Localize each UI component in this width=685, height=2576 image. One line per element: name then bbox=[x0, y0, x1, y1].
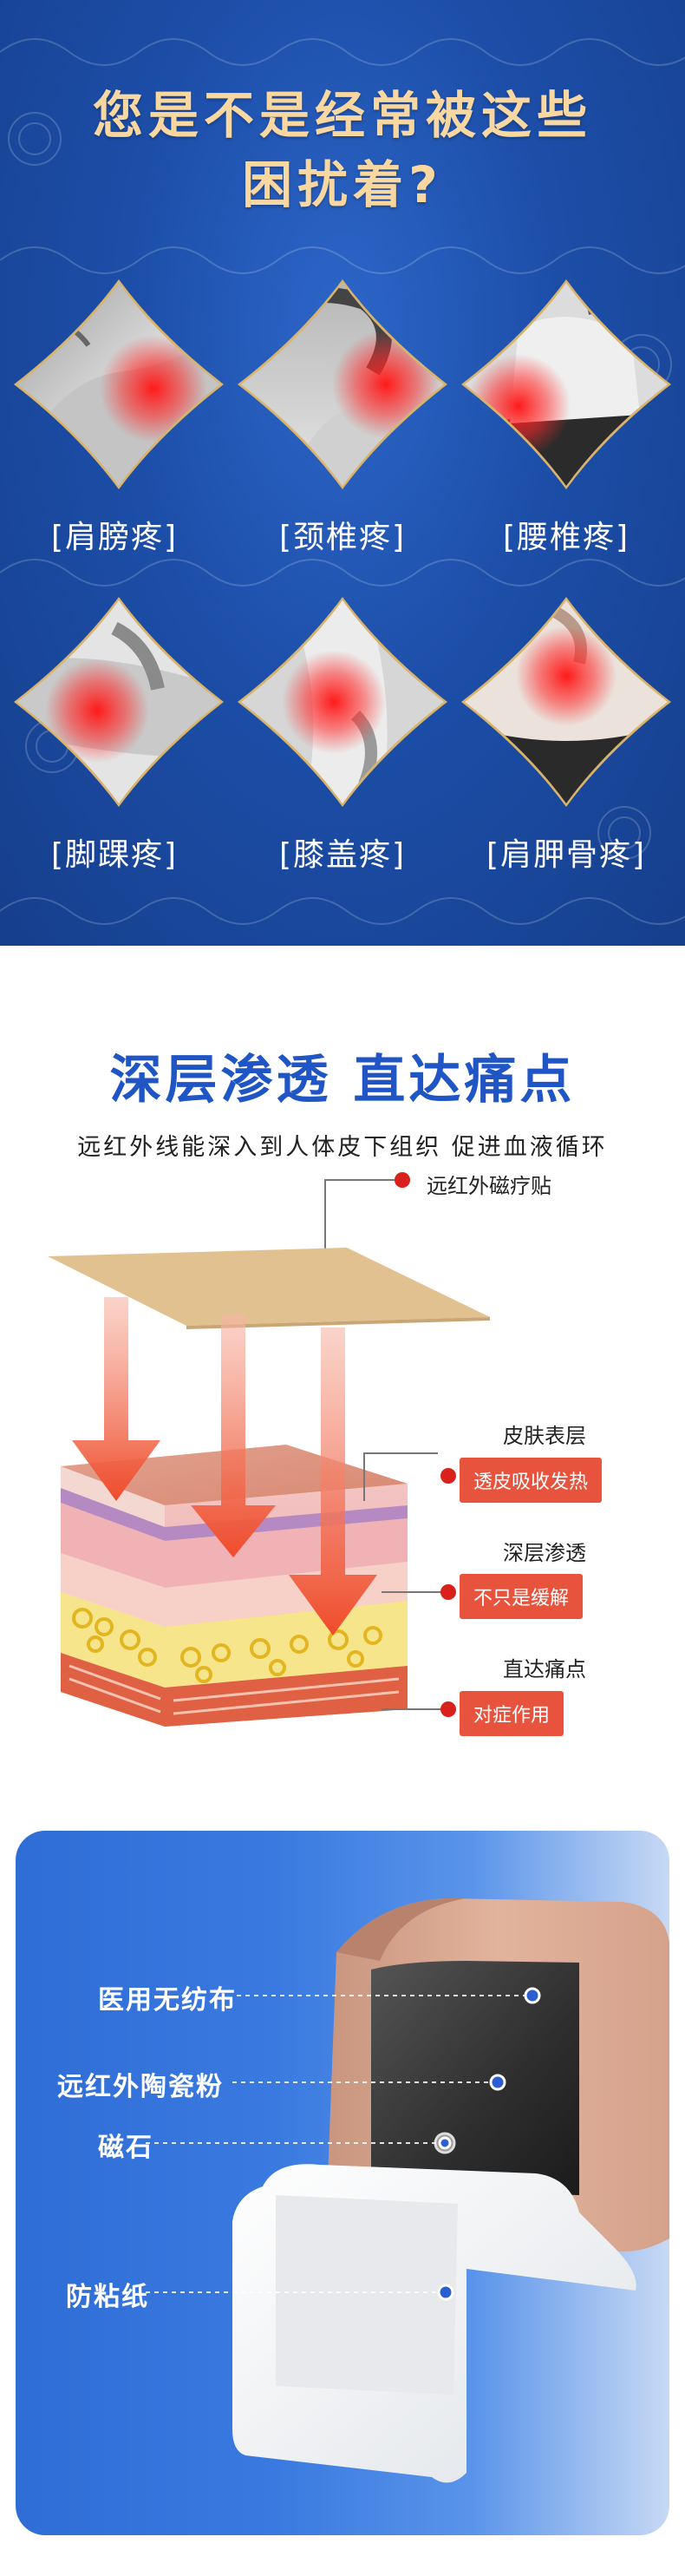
pain-label-neck: [颈椎疼] bbox=[278, 520, 407, 555]
pain-label-knee: [膝盖疼] bbox=[278, 837, 407, 873]
pain-label-ankle: [脚踝疼] bbox=[50, 837, 179, 873]
pain-card-shoulder bbox=[10, 276, 227, 493]
patch-label-dot bbox=[395, 1172, 410, 1188]
pain-label-shoulder: [肩膀疼] bbox=[50, 520, 179, 555]
part-label-nonwoven: 医用无纺布 bbox=[98, 1985, 237, 2016]
penetration-subtitle: 远红外线能深入到人体皮下组织 促进血液循环 bbox=[77, 1134, 608, 1161]
ceramic-powder-layer bbox=[371, 1961, 579, 2195]
infrared-arrow-2 bbox=[191, 1314, 276, 1557]
part-label-magnet: 磁石 bbox=[98, 2133, 153, 2163]
pain-card-lumbar bbox=[458, 276, 675, 493]
pain-points-section: 您是不是经常被这些 困扰着? [ bbox=[0, 0, 685, 946]
patch-label: 远红外磁疗贴 bbox=[427, 1174, 551, 1198]
layer-title-deep: 深层渗透 bbox=[503, 1541, 586, 1565]
pain-card-ankle bbox=[10, 593, 227, 810]
shoulder-pain-image bbox=[14, 279, 224, 489]
ankle-pain-image bbox=[14, 597, 224, 807]
infrared-arrow-3 bbox=[289, 1327, 377, 1635]
product-structure-section: 医用无纺布 远红外陶瓷粉 磁石 防粘纸 bbox=[16, 1831, 669, 2535]
section1-title-line1: 您是不是经常被这些 bbox=[92, 86, 592, 145]
infrared-arrow-1 bbox=[72, 1297, 160, 1501]
penetration-title: 深层渗透 直达痛点 bbox=[109, 1050, 576, 1111]
layer-title-skin: 皮肤表层 bbox=[503, 1424, 586, 1448]
part-label-release-paper: 防粘纸 bbox=[66, 2282, 149, 2312]
skin-cross-section-illustration bbox=[48, 1172, 490, 1727]
pain-card-neck bbox=[234, 276, 451, 493]
section1-title-line2: 困扰着? bbox=[242, 155, 443, 214]
patch-structure-illustration bbox=[146, 1898, 669, 2483]
pain-card-scapula bbox=[458, 593, 675, 810]
part-label-ceramic: 远红外陶瓷粉 bbox=[57, 2072, 224, 2102]
layer-tag-pain: 对症作用 bbox=[460, 1691, 564, 1736]
layer-title-pain: 直达痛点 bbox=[503, 1657, 586, 1681]
skin-layer-diagram: 远红外磁疗贴 皮肤表层 透皮吸收发热 深层渗透 不只是缓解 直达痛点 对症作用 bbox=[0, 1154, 685, 1761]
lumbar-pain-image bbox=[461, 279, 671, 489]
pain-label-scapula: [肩胛骨疼] bbox=[486, 837, 647, 873]
infrared-arrows bbox=[72, 1297, 377, 1635]
scapula-pain-image bbox=[461, 597, 671, 807]
knee-pain-image bbox=[238, 597, 447, 807]
neck-pain-image bbox=[238, 279, 447, 489]
pain-card-knee bbox=[234, 593, 451, 810]
pain-label-lumbar: [腰椎疼] bbox=[502, 520, 630, 555]
layer-tag-skin: 透皮吸收发热 bbox=[460, 1458, 603, 1503]
layer-tag-deep: 不只是缓解 bbox=[460, 1574, 584, 1619]
